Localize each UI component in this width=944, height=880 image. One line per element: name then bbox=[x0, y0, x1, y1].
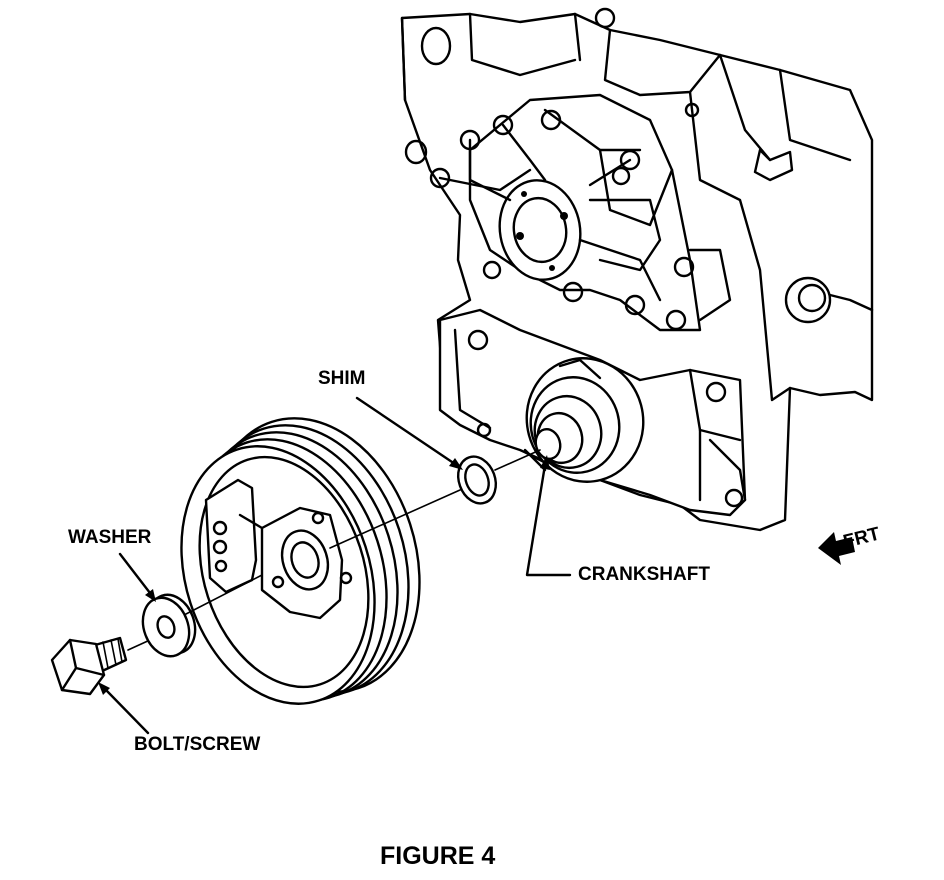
crankshaft-leader bbox=[525, 455, 572, 577]
front-label: FRT bbox=[841, 523, 882, 552]
washer-leader bbox=[118, 552, 156, 602]
bolt-leader bbox=[98, 682, 150, 735]
crankshaft-label: CRANKSHAFT bbox=[578, 564, 710, 585]
front-arrow-icon bbox=[818, 532, 855, 565]
figure-caption: FIGURE 4 bbox=[380, 842, 495, 870]
washer-label: WASHER bbox=[68, 527, 152, 548]
crankshaft-pulley bbox=[180, 417, 421, 705]
engine-block bbox=[400, 7, 874, 532]
bolt-part bbox=[50, 636, 128, 696]
washer-part bbox=[141, 593, 197, 658]
assembly-axis bbox=[127, 449, 541, 651]
shim-part bbox=[456, 455, 498, 505]
bolt-label: BOLT/SCREW bbox=[134, 734, 260, 755]
shim-leader bbox=[355, 396, 463, 470]
shim-label: SHIM bbox=[318, 368, 366, 389]
